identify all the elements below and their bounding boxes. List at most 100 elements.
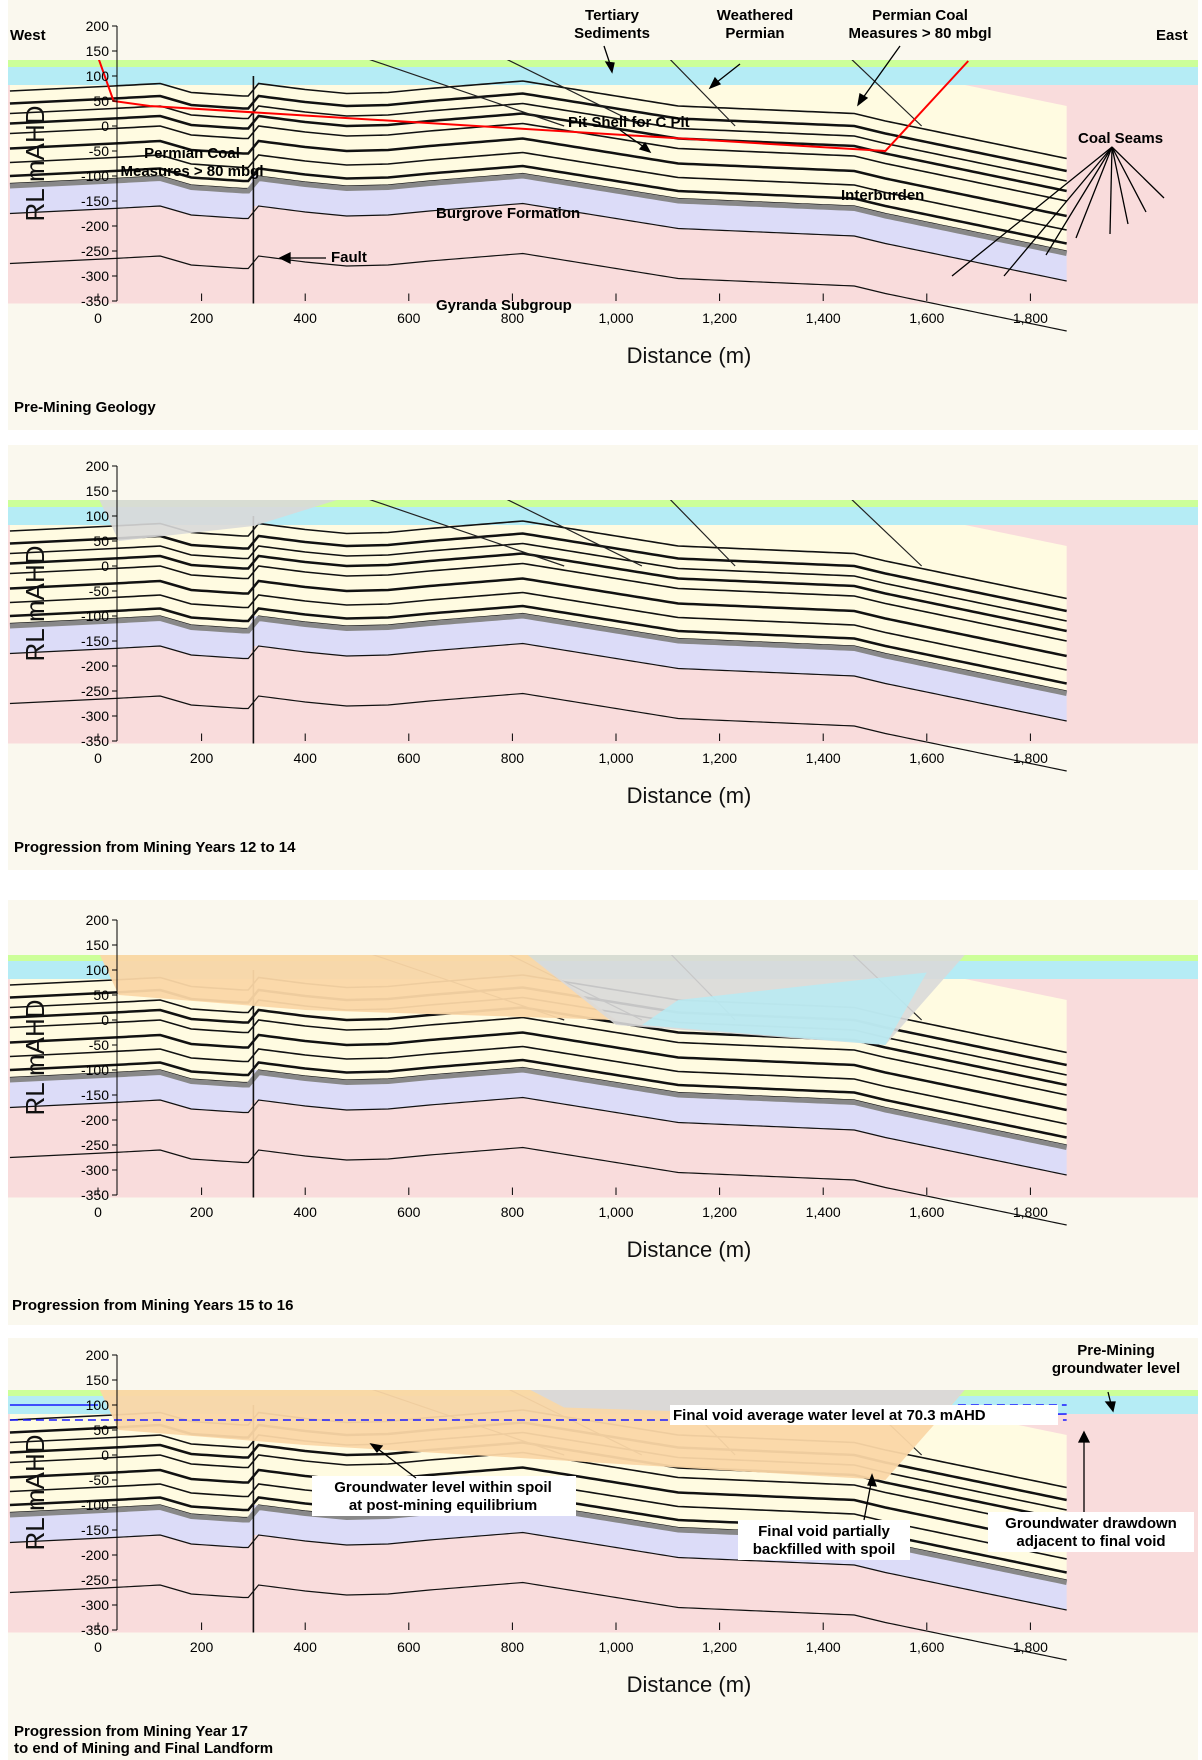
x-tick-label: 600 bbox=[397, 750, 421, 766]
label-coal-seams: Coal Seams bbox=[1078, 130, 1163, 147]
y-tick-label: -350 bbox=[81, 1622, 109, 1638]
y-tick-label: -50 bbox=[89, 1037, 109, 1053]
minor-fault-line bbox=[369, 60, 565, 127]
coal-seam-line bbox=[9, 591, 1067, 671]
y-tick-label: -200 bbox=[81, 1112, 109, 1128]
deep-horizon-line bbox=[9, 1146, 1067, 1226]
x-tick-label: 1,400 bbox=[806, 1204, 841, 1220]
mining-overlay bbox=[97, 60, 969, 153]
x-tick-label: 1,800 bbox=[1013, 1639, 1048, 1655]
deep-horizon-line bbox=[9, 692, 1067, 772]
deep-horizon-line bbox=[9, 1581, 1067, 1661]
minor-fault-line bbox=[669, 500, 736, 567]
y-tick-label: -150 bbox=[81, 1522, 109, 1538]
y-tick-label: -200 bbox=[81, 1547, 109, 1563]
panel-final-landform: 200150100500-50-100-150-200-250-300-350R… bbox=[8, 1338, 1198, 1760]
coal-seam-line bbox=[9, 1058, 1067, 1139]
y-tick-label: -250 bbox=[81, 683, 109, 699]
y-tick-label: 50 bbox=[93, 1422, 109, 1438]
coal-seam-line bbox=[9, 577, 1067, 658]
x-tick-label: 600 bbox=[397, 1204, 421, 1220]
y-axis-label: RL mAHD bbox=[20, 999, 50, 1115]
weathered-permian-fill bbox=[8, 507, 1198, 525]
x-tick-label: 400 bbox=[294, 750, 318, 766]
x-tick-label: 200 bbox=[190, 1639, 214, 1655]
x-tick-label: 1,200 bbox=[702, 1639, 737, 1655]
y-tick-label: -150 bbox=[81, 1087, 109, 1103]
panel-caption: Progression from Mining Years 12 to 14 bbox=[14, 839, 296, 856]
panel-pre-mining: 200150100500-50-100-150-200-250-300-350R… bbox=[8, 0, 1198, 430]
burgrove-base-line bbox=[9, 642, 1067, 722]
x-tick-label: 0 bbox=[94, 1204, 102, 1220]
x-tick-label: 600 bbox=[397, 310, 421, 326]
annotation-arrows bbox=[369, 1391, 1116, 1521]
coal-seam-line bbox=[9, 1031, 1067, 1112]
y-tick-label: -200 bbox=[81, 658, 109, 674]
burgrove-formation-fill bbox=[9, 1067, 1067, 1175]
axes: 200150100500-50-100-150-200-250-300-350R… bbox=[20, 458, 1048, 808]
x-tick-label: 800 bbox=[501, 310, 525, 326]
x-axis-label: Distance (m) bbox=[627, 1237, 752, 1262]
y-tick-label: 150 bbox=[86, 483, 110, 499]
label-interburden: Interburden bbox=[841, 187, 924, 204]
y-tick-label: -200 bbox=[81, 218, 109, 234]
coal-seam-line bbox=[9, 532, 1067, 613]
x-tick-label: 800 bbox=[501, 1639, 525, 1655]
x-tick-label: 1,000 bbox=[598, 310, 633, 326]
y-tick-label: -150 bbox=[81, 633, 109, 649]
y-tick-label: -300 bbox=[81, 1162, 109, 1178]
mining-overlay bbox=[99, 955, 965, 1045]
label-fault: Fault bbox=[331, 249, 367, 266]
y-tick-label: 0 bbox=[101, 558, 109, 574]
y-tick-label: 0 bbox=[101, 1012, 109, 1028]
coal-seam-line bbox=[9, 137, 1067, 218]
panel-years-15-16: 200150100500-50-100-150-200-250-300-350R… bbox=[8, 900, 1198, 1325]
coal-seam-line bbox=[9, 604, 1067, 685]
y-tick-label: 150 bbox=[86, 43, 110, 59]
axes: 200150100500-50-100-150-200-250-300-350R… bbox=[20, 1347, 1048, 1697]
x-tick-label: 800 bbox=[501, 1204, 525, 1220]
minor-fault-line bbox=[669, 60, 736, 127]
minor-fault-line bbox=[851, 60, 923, 127]
x-tick-label: 200 bbox=[190, 750, 214, 766]
x-tick-label: 1,400 bbox=[806, 750, 841, 766]
x-tick-label: 1,600 bbox=[909, 310, 944, 326]
y-tick-label: -100 bbox=[81, 1062, 109, 1078]
pit-shell-outline bbox=[97, 60, 969, 153]
x-tick-label: 1,400 bbox=[806, 1639, 841, 1655]
drawdown-label-bg bbox=[988, 1512, 1194, 1552]
panel-caption: Progression from Mining Years 15 to 16 bbox=[12, 1297, 293, 1314]
x-tick-label: 1,000 bbox=[598, 1204, 633, 1220]
y-tick-label: 0 bbox=[101, 1447, 109, 1463]
final-void-label-bg bbox=[670, 1405, 1058, 1425]
tertiary-sediments-fill bbox=[8, 60, 1198, 67]
x-axis-label: Distance (m) bbox=[627, 1672, 752, 1697]
x-tick-label: 1,800 bbox=[1013, 1204, 1048, 1220]
panel-caption: Pre-Mining Geology bbox=[14, 399, 156, 416]
burgrove-formation-fill bbox=[9, 173, 1067, 281]
coal-seam-line bbox=[9, 92, 1067, 173]
x-tick-label: 0 bbox=[94, 1639, 102, 1655]
y-tick-label: -250 bbox=[81, 1572, 109, 1588]
weathered-permian-fill bbox=[8, 67, 1198, 85]
y-tick-label: 150 bbox=[86, 1372, 110, 1388]
y-tick-label: -50 bbox=[89, 583, 109, 599]
y-tick-label: -300 bbox=[81, 708, 109, 724]
coal-seam-line bbox=[9, 80, 1067, 160]
coal-seam-line bbox=[9, 164, 1067, 245]
x-tick-label: 1,200 bbox=[702, 750, 737, 766]
minor-fault-line bbox=[506, 500, 643, 567]
y-axis-label: RL mAHD bbox=[20, 1434, 50, 1550]
